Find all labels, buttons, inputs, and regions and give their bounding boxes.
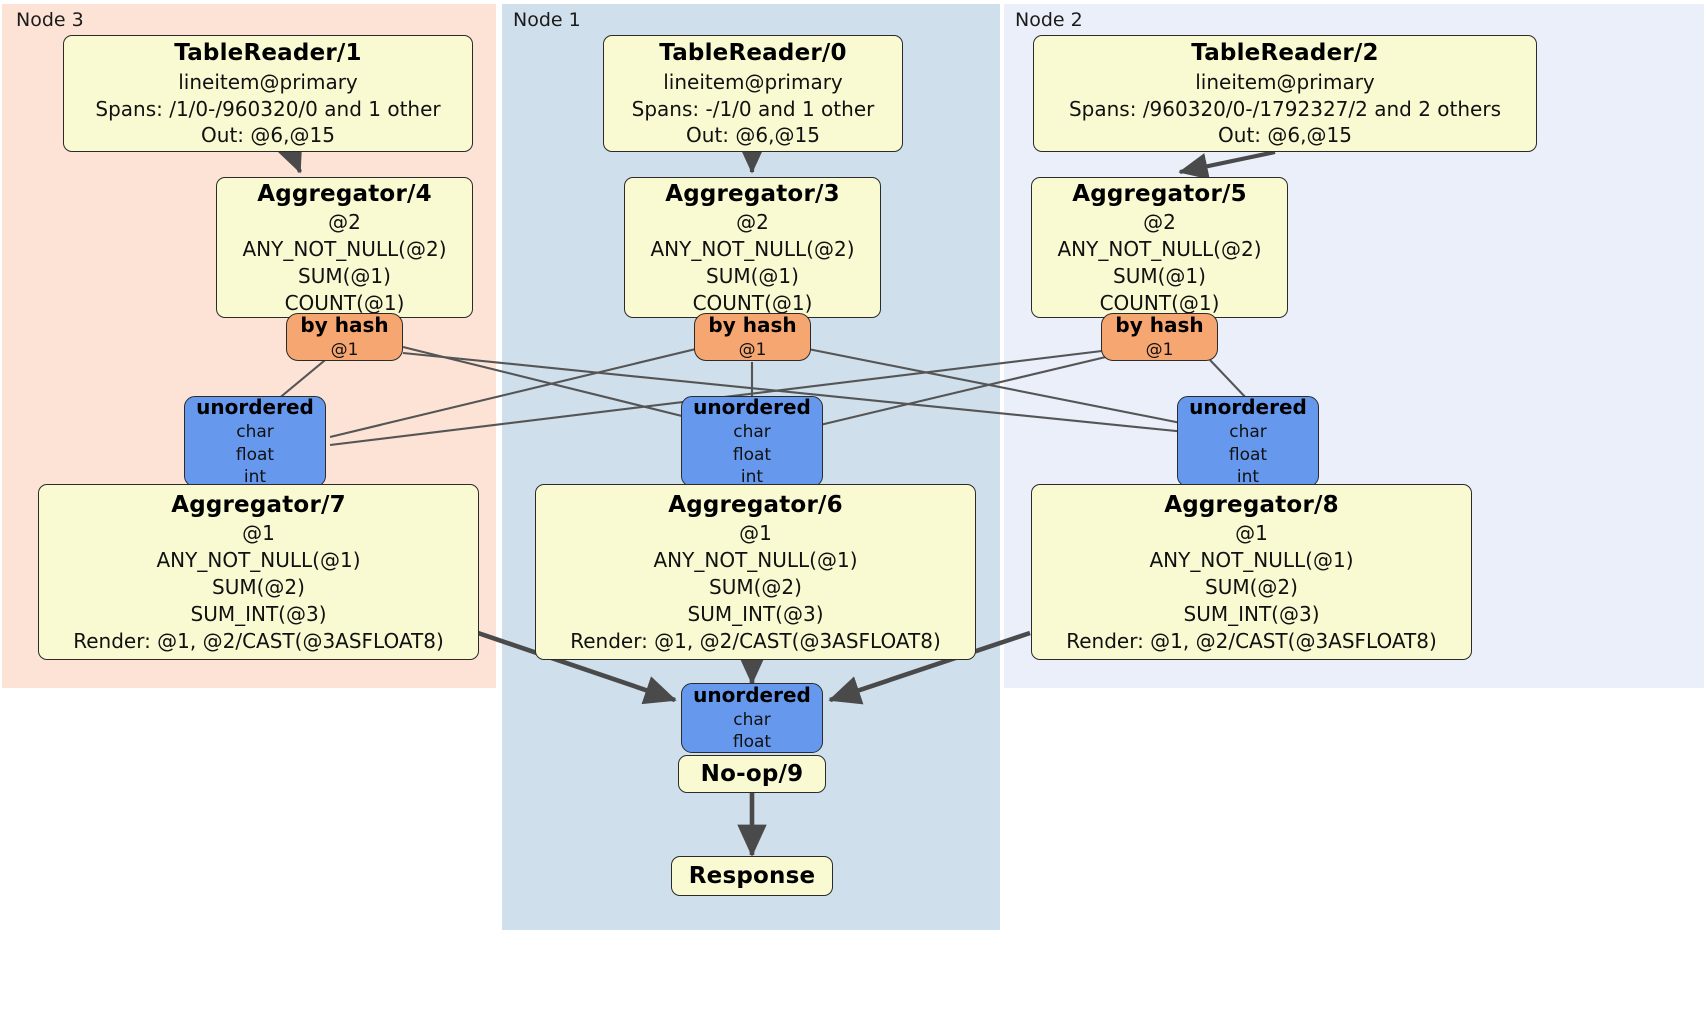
box-line: Spans: /960320/0-/1792327/2 and 2 others: [1068, 96, 1501, 121]
box-line: COUNT(@1): [692, 290, 813, 315]
box-line: SUM_INT(@3): [687, 601, 824, 626]
region-label-node-3: Node 3: [16, 9, 84, 31]
sync-line: char: [236, 421, 274, 442]
sync-title: unordered: [196, 394, 314, 419]
router-title: by hash: [708, 313, 797, 338]
box-tablereader-0[interactable]: TableReader/0 lineitem@primary Spans: -/…: [603, 35, 903, 152]
box-line: Out: @6,@15: [1218, 123, 1352, 148]
router-by-hash-right[interactable]: by hash @1: [1101, 313, 1218, 361]
box-line: Out: @6,@15: [201, 123, 335, 148]
sync-unordered-right[interactable]: unordered char float int: [1177, 394, 1319, 488]
sync-line: char: [733, 421, 771, 442]
box-line: @1: [242, 521, 275, 546]
sync-line: char: [1229, 421, 1267, 442]
sync-line: float: [235, 444, 275, 465]
box-aggregator-6[interactable]: Aggregator/6 @1 ANY_NOT_NULL(@1) SUM(@2)…: [535, 484, 976, 660]
box-line: @2: [1143, 210, 1176, 235]
box-title: Aggregator/8: [1164, 491, 1339, 518]
box-line: @2: [328, 210, 361, 235]
box-line: SUM(@1): [298, 263, 391, 288]
box-title: TableReader/0: [659, 39, 847, 66]
box-line: lineitem@primary: [1195, 69, 1375, 94]
box-aggregator-8[interactable]: Aggregator/8 @1 ANY_NOT_NULL(@1) SUM(@2)…: [1031, 484, 1472, 660]
box-line: SUM(@1): [1113, 263, 1206, 288]
sync-line: float: [732, 444, 772, 465]
router-line: @1: [738, 340, 767, 361]
box-tablereader-2[interactable]: TableReader/2 lineitem@primary Spans: /9…: [1033, 35, 1537, 152]
box-response[interactable]: Response: [671, 856, 833, 896]
box-title: Response: [688, 862, 816, 889]
box-title: Aggregator/5: [1072, 180, 1247, 207]
box-line: SUM(@2): [1205, 575, 1298, 599]
box-title: TableReader/2: [1191, 39, 1379, 66]
box-line: SUM(@2): [212, 575, 305, 599]
sync-title: unordered: [693, 682, 811, 707]
box-line: Render: @1, @2/CAST(@3ASFLOAT8): [1066, 628, 1437, 653]
box-line: Render: @1, @2/CAST(@3ASFLOAT8): [73, 628, 444, 653]
box-line: @1: [739, 521, 772, 546]
box-line: @2: [736, 210, 769, 235]
sync-unordered-final[interactable]: unordered char float: [681, 683, 823, 753]
router-by-hash-left[interactable]: by hash @1: [286, 313, 403, 361]
box-line: Spans: -/1/0 and 1 other: [631, 96, 875, 121]
box-line: Spans: /1/0-/960320/0 and 1 other: [95, 96, 441, 121]
box-aggregator-5[interactable]: Aggregator/5 @2 ANY_NOT_NULL(@2) SUM(@1)…: [1031, 177, 1288, 318]
sync-unordered-center[interactable]: unordered char float int: [681, 394, 823, 488]
box-line: ANY_NOT_NULL(@1): [156, 548, 361, 573]
box-line: Out: @6,@15: [686, 123, 820, 148]
router-by-hash-center[interactable]: by hash @1: [694, 313, 811, 361]
box-tablereader-1[interactable]: TableReader/1 lineitem@primary Spans: /1…: [63, 35, 473, 152]
sync-title: unordered: [1189, 394, 1307, 419]
box-line: COUNT(@1): [1099, 290, 1220, 315]
router-line: @1: [330, 340, 359, 361]
box-title: No-op/9: [700, 760, 804, 787]
sync-line: float: [732, 732, 772, 753]
router-line: @1: [1145, 340, 1174, 361]
box-title: Aggregator/7: [171, 491, 346, 518]
box-aggregator-4[interactable]: Aggregator/4 @2 ANY_NOT_NULL(@2) SUM(@1)…: [216, 177, 473, 318]
box-line: SUM_INT(@3): [190, 601, 327, 626]
box-title: Aggregator/4: [257, 180, 432, 207]
box-line: lineitem@primary: [663, 69, 843, 94]
sync-line: int: [740, 467, 764, 488]
box-no-op-9[interactable]: No-op/9: [678, 755, 826, 793]
box-aggregator-7[interactable]: Aggregator/7 @1 ANY_NOT_NULL(@1) SUM(@2)…: [38, 484, 479, 660]
box-line: Render: @1, @2/CAST(@3ASFLOAT8): [570, 628, 941, 653]
box-title: TableReader/1: [174, 39, 362, 66]
box-line: lineitem@primary: [178, 69, 358, 94]
region-label-node-1: Node 1: [513, 9, 581, 31]
box-line: ANY_NOT_NULL(@2): [650, 237, 855, 262]
region-label-node-2: Node 2: [1015, 9, 1083, 31]
box-line: ANY_NOT_NULL(@1): [1149, 548, 1354, 573]
router-title: by hash: [1115, 313, 1204, 338]
box-aggregator-3[interactable]: Aggregator/3 @2 ANY_NOT_NULL(@2) SUM(@1)…: [624, 177, 881, 318]
box-line: @1: [1235, 521, 1268, 546]
box-title: Aggregator/3: [665, 180, 840, 207]
box-line: COUNT(@1): [284, 290, 405, 315]
box-line: SUM(@1): [706, 263, 799, 288]
sync-line: int: [243, 467, 267, 488]
sync-line: int: [1236, 467, 1260, 488]
sync-unordered-left[interactable]: unordered char float int: [184, 394, 326, 488]
box-line: ANY_NOT_NULL(@1): [653, 548, 858, 573]
router-title: by hash: [300, 313, 389, 338]
sync-title: unordered: [693, 394, 811, 419]
box-line: ANY_NOT_NULL(@2): [1057, 237, 1262, 262]
box-line: SUM_INT(@3): [1183, 601, 1320, 626]
box-line: ANY_NOT_NULL(@2): [242, 237, 447, 262]
box-title: Aggregator/6: [668, 491, 843, 518]
box-line: SUM(@2): [709, 575, 802, 599]
sync-line: float: [1228, 444, 1268, 465]
sync-line: char: [733, 709, 771, 730]
